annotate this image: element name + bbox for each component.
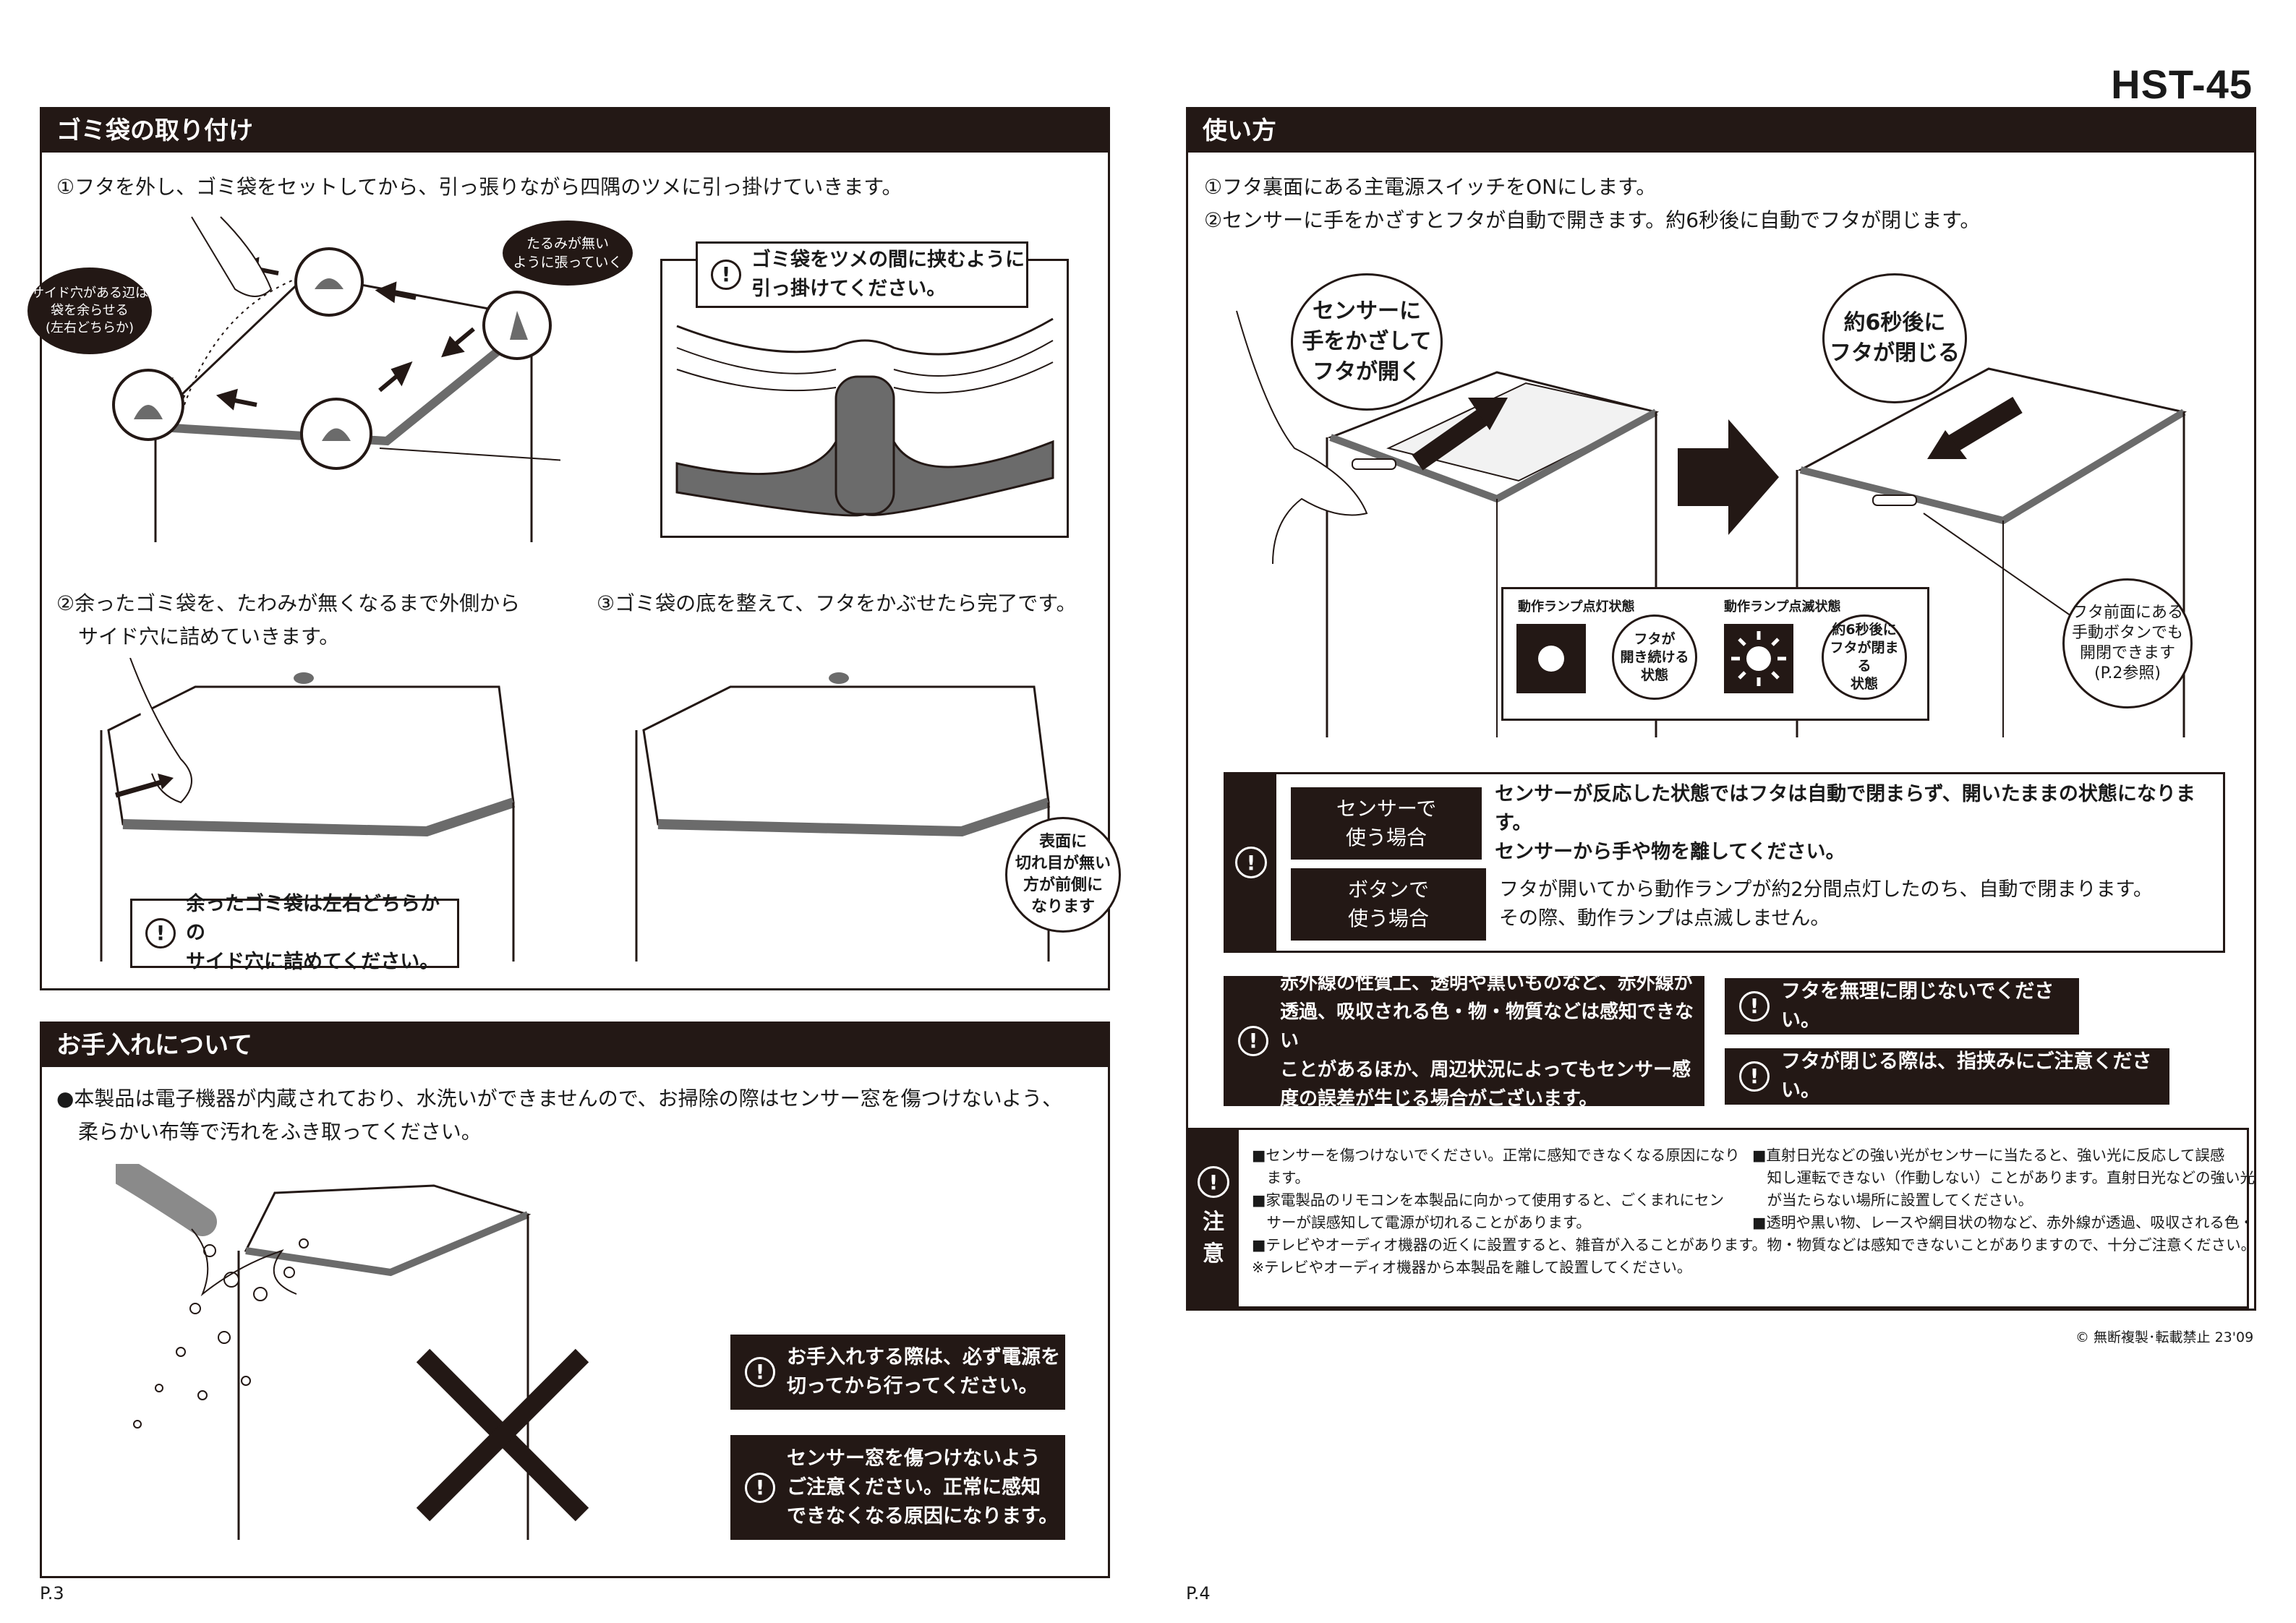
x-mark-icon [416, 1348, 589, 1522]
blink-icon [1731, 631, 1786, 686]
mode-row-sensor: センサーで 使う場合 センサーが反応した状態ではフタは自動で閉まらず、開いたまま… [1291, 783, 2216, 863]
note-hook: ! ゴミ袋をツメの間に挟むように 引っ掛けてください。 [696, 241, 1028, 308]
mode-label-button: ボタンで 使う場合 [1291, 868, 1486, 941]
warn-sensor-window: ! センサー窓を傷つけないよう ご注意ください。正常に感知 できなくなる原因にな… [730, 1435, 1065, 1540]
mode-text-sensor: センサーが反応した状態ではフタは自動で閉まらず、開いたままの状態になります。 セ… [1495, 783, 2195, 863]
bubble-sensor-open: センサーに 手をかざして フタが開く [1291, 273, 1443, 411]
usage-step-2: ②センサーに手をかざすとフタが自動で開きます。約6秒後に自動でフタが閉じます。 [1204, 208, 1981, 232]
warning-icon: ! [745, 1472, 775, 1503]
bubble-front: 表面に 切れ目が無い 方が前側に なります [1005, 817, 1121, 933]
usage-title: 使い方 [1188, 109, 2254, 153]
page-number-left: P.3 [40, 1583, 64, 1603]
warn-pinch: ! フタが閉じる際は、指挟みにご注意ください。 [1725, 1048, 2169, 1105]
caution-left-column: ■センサーを傷つけないでください。正常に感知できなくなる原因になり ます。 ■家… [1252, 1147, 1767, 1276]
care-title: お手入れについて [42, 1024, 1108, 1067]
mode-row-button: ボタンで 使う場合 フタが開いてから動作ランプが約2分間点灯したのち、自動で閉ま… [1291, 868, 2216, 941]
warning-icon: ! [1739, 991, 1770, 1022]
lamp-blink-bubble: 約6秒後に フタが閉まる 状態 [1822, 614, 1907, 700]
warn-force-close: ! フタを無理に閉じないでください。 [1725, 978, 2079, 1035]
model-number: HST-45 [2111, 61, 2253, 107]
warn-infrared: ! 赤外線の性質上、透明や黒いものなど、赤外線が 透過、吸収される色・物・物質な… [1224, 972, 1704, 1110]
lamp-on-icon [1516, 624, 1586, 693]
caution-side: ! 注 意 [1188, 1130, 1239, 1306]
caution-box: ! 注 意 ■センサーを傷つけないでください。正常に感知できなくなる原因になり … [1186, 1128, 2256, 1309]
lamp-blink-icon [1724, 624, 1793, 693]
warning-icon: ! [1235, 847, 1267, 878]
warning-icon: ! [1739, 1061, 1770, 1092]
copyright: © 無断複製･転載禁止 23'09 [2075, 1329, 2254, 1345]
note-side-hole: ! 余ったゴミ袋は左右どちらかの サイド穴に詰めてください。 [130, 893, 459, 973]
install-step-3: ③ゴミ袋の底を整えて、フタをかぶせたら完了です。 [597, 591, 1077, 615]
usage-illustration [1236, 310, 2187, 737]
warning-icon: ! [145, 918, 176, 948]
warning-icon: ! [745, 1357, 775, 1387]
lamp-on-title: 動作ランプ点灯状態 [1518, 599, 1635, 614]
bubble-auto-close: 約6秒後に フタが閉じる [1822, 273, 1967, 403]
mode-text-button: フタが開いてから動作ランプが約2分間点灯したのち、自動で閉まります。 その際、動… [1499, 878, 2153, 930]
hook-zoom-illustration [675, 317, 1054, 517]
page-number-right: P.4 [1186, 1583, 1211, 1603]
install-illustration-2 [100, 658, 516, 962]
bubble-manual-button: フタ前面にある 手動ボタンでも 開閉できます (P.2参照) [2062, 578, 2193, 708]
warning-icon: ! [711, 260, 741, 290]
care-text: ●本製品は電子機器が内蔵されており、水洗いができませんので、お掃除の際はセンサー… [56, 1087, 1063, 1144]
bubble-side-hole: サイド穴がある辺は 袋を余らせる (左右どちらか) [27, 267, 152, 354]
warning-icon: ! [1198, 1166, 1229, 1198]
bubble-tension: たるみが無い ように張っていく [503, 220, 633, 286]
lamp-status-box: 動作ランプ点灯状態 フタが 開き続ける 状態 動作ランプ点滅状態 約6秒後に フ… [1501, 587, 1929, 721]
install-title: ゴミ袋の取り付け [42, 109, 1108, 153]
install-illustration-3 [635, 672, 1051, 962]
warning-icon: ! [1238, 1026, 1268, 1056]
lamp-on-bubble: フタが 開き続ける 状態 [1612, 614, 1697, 700]
install-step-2: ②余ったゴミ袋を、たわみが無くなるまで外側から サイド穴に詰めていきます。 [56, 591, 521, 648]
install-step-1: ①フタを外し、ゴミ袋をセットしてから、引っ張りながら四隅のツメに引っ掛けていきま… [56, 175, 902, 199]
mode-table: ! センサーで 使う場合 センサーが反応した状態ではフタは自動で閉まらず、開いた… [1224, 772, 2225, 953]
mode-label-sensor: センサーで 使う場合 [1291, 787, 1482, 860]
warn-power: ! お手入れする際は、必ず電源を 切ってから行ってください。 [730, 1335, 1065, 1410]
care-illustration [116, 1164, 532, 1540]
lamp-blink-title: 動作ランプ点滅状態 [1724, 599, 1841, 614]
install-illustration-1 [112, 216, 560, 542]
usage-step-1: ①フタ裏面にある主電源スイッチをONにします。 [1204, 175, 1657, 199]
caution-right-column: ■直射日光などの強い光がセンサーに当たると、強い光に反応して誤感 知し運転できな… [1752, 1147, 2256, 1254]
mode-table-side: ! [1226, 774, 1276, 951]
